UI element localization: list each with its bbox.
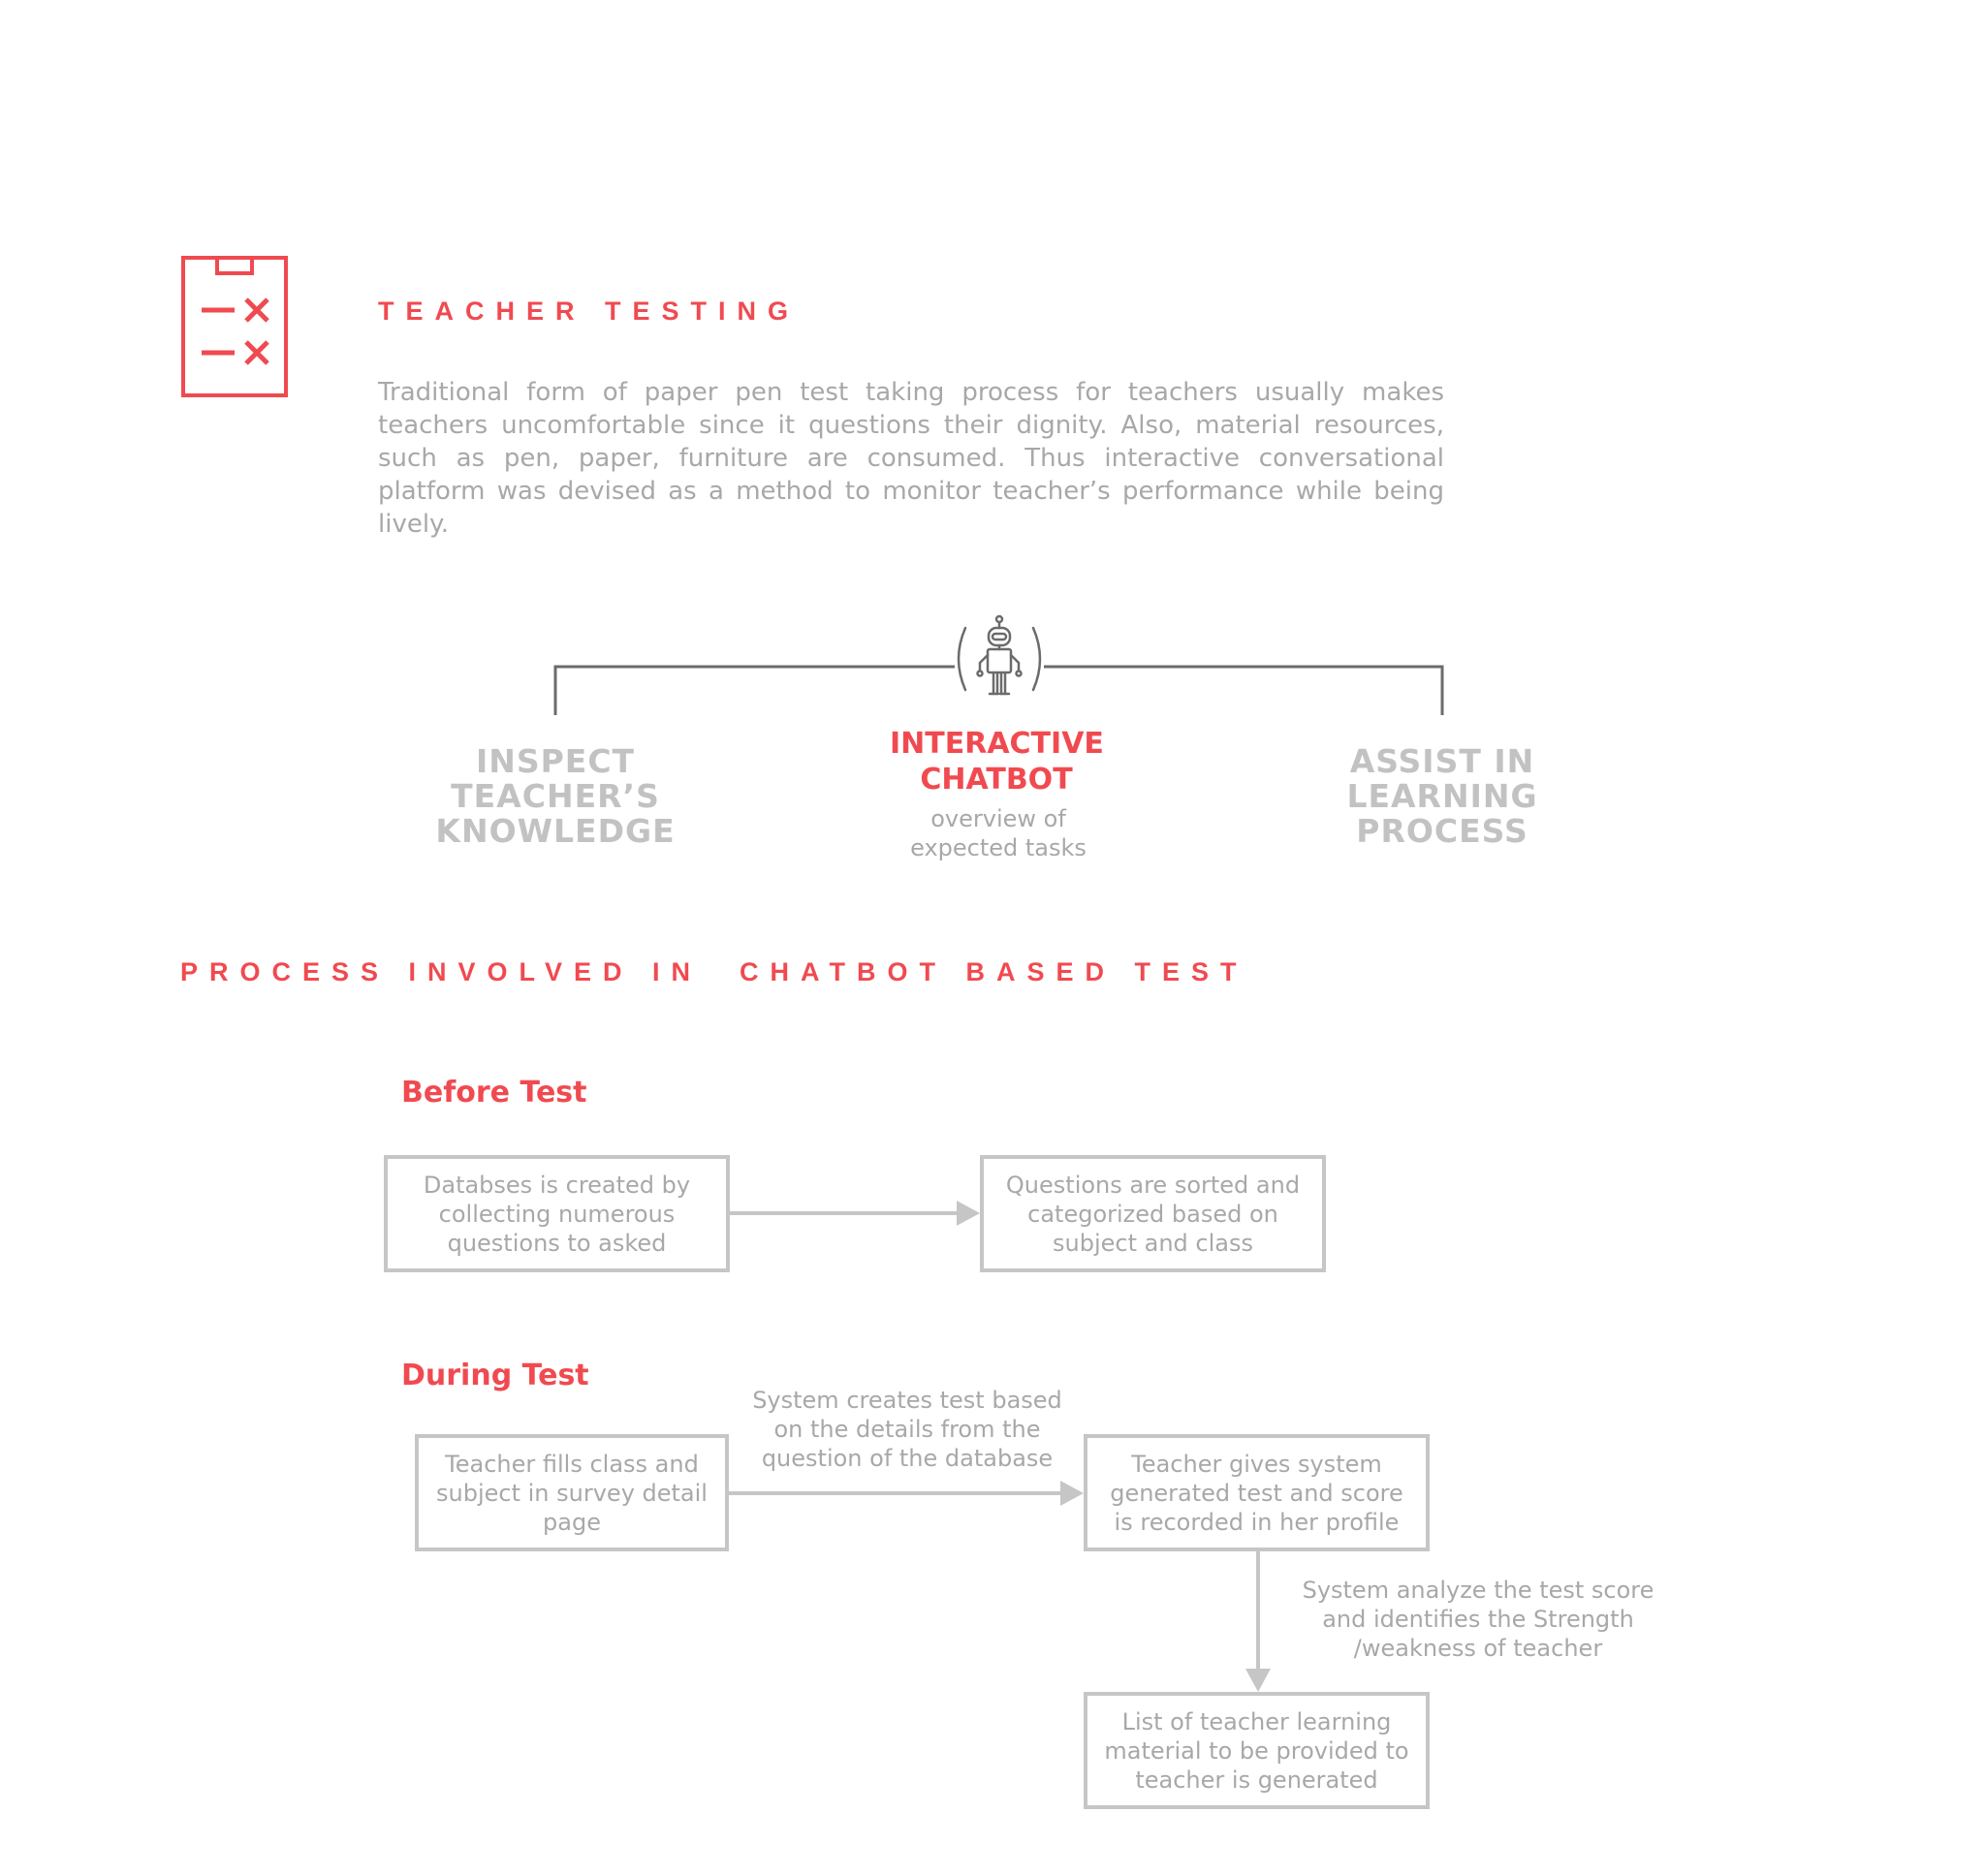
center-subtitle: overview of expected tasks bbox=[910, 805, 1087, 861]
intro-paragraph: Traditional form of paper pen test takin… bbox=[378, 378, 1444, 539]
during-step-teacher-fills-class: Teacher fills class and subject in surve… bbox=[415, 1434, 729, 1551]
during-step-teacher-gives-test: Teacher gives system generated test and … bbox=[1084, 1434, 1430, 1551]
before-step-questions-sorted: Questions are sorted and categorized bas… bbox=[980, 1155, 1326, 1272]
arrow-label-system-creates-test: System creates test based on the details… bbox=[752, 1387, 1062, 1472]
robot-icon bbox=[957, 614, 1042, 696]
pillar-assist-learning: ASSIST IN LEARNING PROCESS bbox=[1346, 742, 1538, 850]
arrow-label-system-analyze: System analyze the test score and identi… bbox=[1302, 1577, 1654, 1662]
center-title-interactive-chatbot: INTERACTIVE CHATBOT bbox=[890, 727, 1104, 797]
pillar-inspect-knowledge: INSPECT TEACHER’S KNOWLEDGE bbox=[435, 742, 676, 850]
during-step-learning-material-list: List of teacher learning material to be … bbox=[1084, 1692, 1430, 1809]
heading-before-test: Before Test bbox=[401, 1076, 587, 1110]
heading-during-test: During Test bbox=[401, 1359, 589, 1392]
before-step-database-created: Databses is created by collecting numero… bbox=[384, 1155, 730, 1272]
section-title-process: PROCESS INVOLVED IN CHATBOT BASED TEST bbox=[180, 957, 1248, 986]
clipboard-test-icon bbox=[181, 256, 288, 397]
section-title-teacher-testing: TEACHER TESTING bbox=[378, 297, 801, 326]
